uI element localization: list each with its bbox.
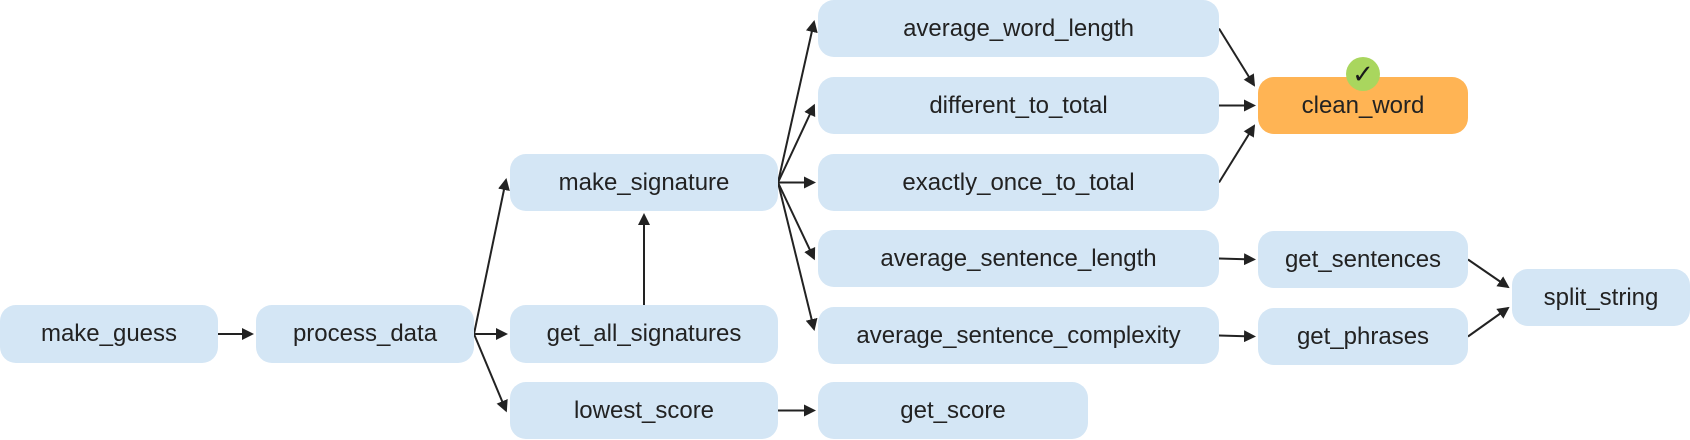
- node-average-word-length[interactable]: average_word_length: [818, 0, 1219, 57]
- edge-process_data-to-make_signature: [473, 178, 510, 335]
- node-get-sentences[interactable]: get_sentences: [1258, 231, 1468, 288]
- edge-make_signature-to-average_sentence_length: [777, 182, 816, 261]
- node-get-all-signatures[interactable]: get_all_signatures: [510, 305, 778, 363]
- node-different-to-total[interactable]: different_to_total: [818, 77, 1219, 134]
- node-get-score[interactable]: get_score: [818, 382, 1088, 439]
- edge-average_word_length-to-clean_word: [1218, 27, 1256, 87]
- checkmark-icon: ✓: [1346, 57, 1380, 91]
- edge-average_sentence_length-to-get_sentences: [1218, 253, 1256, 266]
- edge-make_signature-to-average_sentence_complexity: [777, 182, 818, 331]
- node-make-guess[interactable]: make_guess: [0, 305, 218, 363]
- edge-make_signature-to-different_to_total: [777, 103, 816, 183]
- edge-process_data-to-lowest_score: [473, 333, 508, 413]
- node-average-sentence-length[interactable]: average_sentence_length: [818, 230, 1219, 287]
- node-lowest-score[interactable]: lowest_score: [510, 382, 778, 439]
- node-make-signature[interactable]: make_signature: [510, 154, 778, 211]
- edge-exactly_once_to_total-to-clean_word: [1218, 124, 1256, 184]
- edge-average_sentence_complexity-to-get_phrases: [1218, 330, 1256, 343]
- node-average-sentence-complexity[interactable]: average_sentence_complexity: [818, 307, 1219, 364]
- edge-get_sentences-to-split_string: [1467, 258, 1510, 289]
- node-process-data[interactable]: process_data: [256, 305, 474, 363]
- node-split-string[interactable]: split_string: [1512, 269, 1690, 326]
- edge-get_phrases-to-split_string: [1467, 306, 1510, 338]
- node-get-phrases[interactable]: get_phrases: [1258, 308, 1468, 365]
- node-exactly-once-to-total[interactable]: exactly_once_to_total: [818, 154, 1219, 211]
- node-clean-word[interactable]: clean_word: [1258, 77, 1468, 134]
- edge-make_signature-to-average_word_length: [777, 20, 818, 183]
